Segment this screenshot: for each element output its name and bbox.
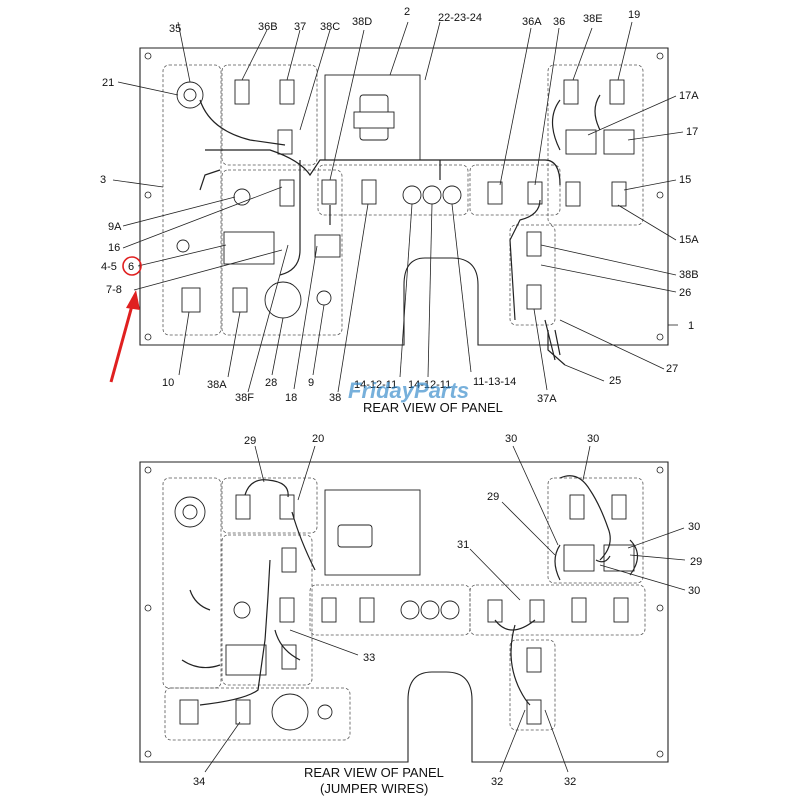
bottom-callouts: 29 20 30 30 29 30 31 29 30 33 34 32 32: [193, 433, 702, 788]
callout-38: 38: [329, 392, 341, 404]
callout-15a: 15A: [679, 234, 699, 246]
callout-36: 36: [553, 16, 565, 28]
watermark-text: FridayParts: [348, 378, 469, 403]
callout-37: 37: [294, 21, 306, 33]
callout-38d: 38D: [352, 16, 372, 28]
callout-38b: 38B: [679, 269, 699, 281]
highlight-arrow: [109, 256, 142, 383]
callout-7-8: 7-8: [106, 284, 122, 296]
callout-30-d: 30: [688, 585, 700, 597]
bottom-view-subtitle: (JUMPER WIRES): [320, 781, 428, 796]
callout-14-12-11-a: 14-12-11: [354, 379, 397, 391]
bottom-panel: [139, 461, 669, 763]
callout-35: 35: [169, 23, 181, 35]
top-leaders: [112, 21, 684, 393]
callout-16: 16: [108, 242, 120, 254]
callout-19: 19: [628, 9, 640, 21]
callout-38c: 38C: [320, 21, 340, 33]
callout-1: 1: [688, 320, 694, 332]
callout-21: 21: [102, 77, 114, 89]
callout-33: 33: [363, 652, 375, 664]
callout-32-b: 32: [564, 776, 576, 788]
callout-17a: 17A: [679, 90, 699, 102]
bottom-leaders: [204, 445, 686, 773]
callout-11-13-14: 11-13-14: [473, 376, 516, 388]
callout-38a: 38A: [207, 379, 227, 391]
callout-36b: 36B: [258, 21, 278, 33]
callout-28: 28: [265, 377, 277, 389]
callout-22-23-24: 22-23-24: [438, 12, 482, 24]
bottom-view-title: REAR VIEW OF PANEL: [304, 765, 444, 780]
callout-15: 15: [679, 174, 691, 186]
callout-6: 6: [128, 261, 134, 273]
callout-9: 9: [308, 377, 314, 389]
callout-30-b: 30: [587, 433, 599, 445]
callout-17: 17: [686, 126, 698, 138]
callout-3: 3: [100, 174, 106, 186]
callout-14-12-11-b: 14-12-11: [408, 379, 451, 391]
callout-32-a: 32: [491, 776, 503, 788]
callout-34: 34: [193, 776, 205, 788]
callout-25: 25: [609, 375, 621, 387]
callout-30-c: 30: [688, 521, 700, 533]
callout-9a: 9A: [108, 221, 122, 233]
callout-37a: 37A: [537, 393, 557, 405]
callout-10: 10: [162, 377, 174, 389]
callout-2: 2: [404, 6, 410, 18]
callout-4-5: 4-5: [101, 261, 117, 273]
callout-29-b: 29: [487, 491, 499, 503]
top-callouts: 35 36B 37 38C 38D 2 22-23-24 36A 36 38E …: [100, 6, 699, 405]
callout-38e: 38E: [583, 13, 603, 25]
top-panel: [139, 47, 669, 366]
callout-31: 31: [457, 539, 469, 551]
callout-20: 20: [312, 433, 324, 445]
callout-30-a: 30: [505, 433, 517, 445]
callout-26: 26: [679, 287, 691, 299]
callout-29-a: 29: [244, 435, 256, 447]
callout-18: 18: [285, 392, 297, 404]
callout-38f: 38F: [235, 392, 254, 404]
callout-29-c: 29: [690, 556, 702, 568]
top-view-title: REAR VIEW OF PANEL: [363, 400, 503, 415]
callout-36a: 36A: [522, 16, 542, 28]
callout-27: 27: [666, 363, 678, 375]
